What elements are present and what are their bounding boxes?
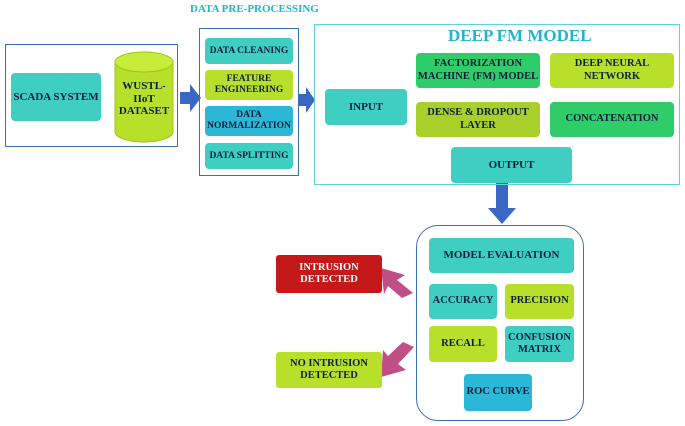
arrow-to-evaluation <box>488 183 516 224</box>
recall-box: RECALL <box>429 326 497 362</box>
input-box: INPUT <box>325 89 407 125</box>
dataset-cylinder <box>114 51 174 143</box>
output-box: OUTPUT <box>451 147 572 183</box>
accuracy-box: ACCURACY <box>429 284 497 319</box>
recall-label: RECALL <box>441 337 485 349</box>
output-label: OUTPUT <box>488 158 535 171</box>
scada-system-box: SCADA SYSTEM <box>11 73 101 121</box>
feature-engineering-label: FEATURE ENGINEERING <box>214 74 284 95</box>
confusion-matrix-box: CONFUSION MATRIX <box>505 326 574 362</box>
dense-dropout-label: DENSE & DROPOUT LAYER <box>427 107 529 131</box>
source-frame <box>5 44 178 147</box>
model-frame <box>314 24 680 185</box>
dnn-box: DEEP NEURAL NETWORK <box>550 53 674 88</box>
arrow-to-preprocessing <box>180 84 201 112</box>
roc-curve-box: ROC CURVE <box>464 374 532 411</box>
model-evaluation-label: MODEL EVALUATION <box>443 249 560 262</box>
model-evaluation-box: MODEL EVALUATION <box>429 238 574 273</box>
concatenation-label: CONCATENATION <box>565 113 659 125</box>
evaluation-frame <box>416 225 584 421</box>
confusion-matrix-label: CONFUSION MATRIX <box>507 331 571 355</box>
arrow-to-model <box>299 87 315 113</box>
model-title: DEEP FM MODEL <box>448 26 592 45</box>
no-intrusion-detected-label: NO INTRUSION DETECTED <box>290 357 368 381</box>
precision-label: PRECISION <box>510 295 569 307</box>
dataset-label-box: WUSTL-IIoT DATASET <box>116 76 172 122</box>
intrusion-detected-box: INTRUSION DETECTED <box>276 255 382 293</box>
data-normalization-label: DATA NORMALIZATION <box>207 110 291 131</box>
arrow-to-no-intrusion <box>381 342 414 377</box>
preprocessing-title: DATA PRE-PROCESSING <box>190 3 319 15</box>
fm-model-label: FACTORIZATION MACHINE (FM) MODEL <box>417 58 539 82</box>
data-cleaning-label: DATA CLEANING <box>209 45 289 56</box>
dataset-label: WUSTL-IIoT DATASET <box>118 80 170 118</box>
roc-curve-label: ROC CURVE <box>466 386 530 398</box>
input-label: INPUT <box>348 100 384 113</box>
accuracy-label: ACCURACY <box>432 295 494 307</box>
data-cleaning-box: DATA CLEANING <box>205 38 293 64</box>
preprocessing-frame <box>199 28 299 176</box>
data-normalization-box: DATA NORMALIZATION <box>205 106 293 136</box>
scada-system-label: SCADA SYSTEM <box>13 90 99 103</box>
precision-box: PRECISION <box>505 284 574 319</box>
dense-dropout-box: DENSE & DROPOUT LAYER <box>416 102 540 137</box>
concatenation-box: CONCATENATION <box>550 102 674 137</box>
no-intrusion-detected-box: NO INTRUSION DETECTED <box>276 352 382 388</box>
data-splitting-box: DATA SPLITTING <box>205 143 293 169</box>
feature-engineering-box: FEATURE ENGINEERING <box>205 70 293 100</box>
data-splitting-label: DATA SPLITTING <box>209 150 289 161</box>
arrow-to-intrusion <box>381 268 413 298</box>
fm-model-box: FACTORIZATION MACHINE (FM) MODEL <box>416 53 540 88</box>
intrusion-detected-label: INTRUSION DETECTED <box>299 261 359 285</box>
dnn-label: DEEP NEURAL NETWORK <box>574 58 650 82</box>
